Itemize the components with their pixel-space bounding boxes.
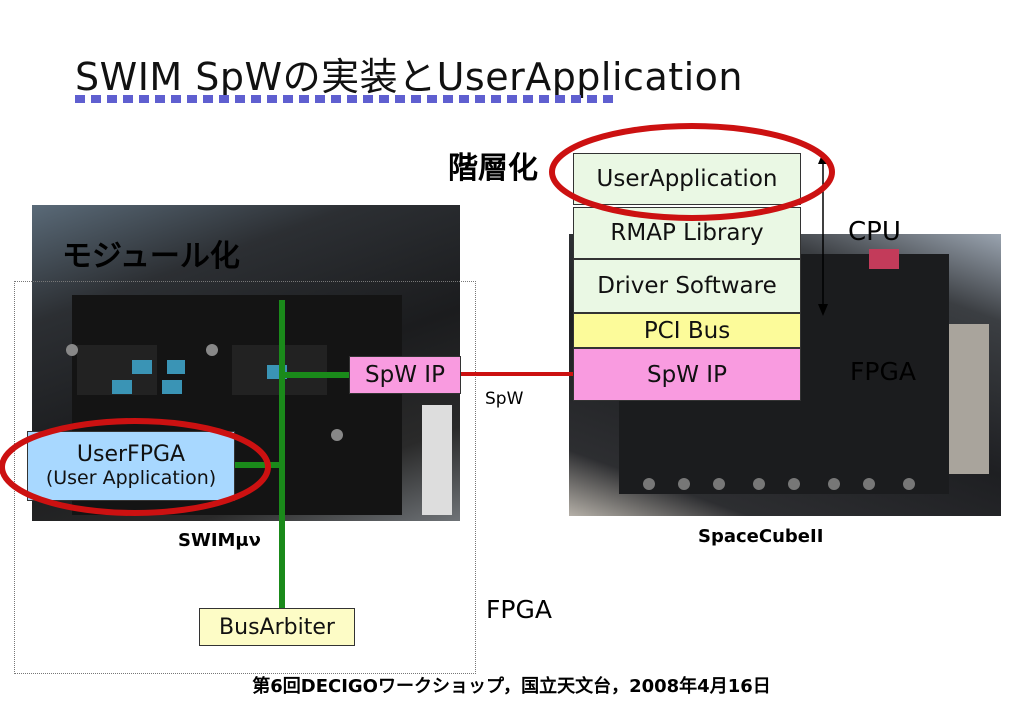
title-rule-dash [91, 95, 101, 103]
title-rule-dash [443, 95, 453, 103]
spacecube-caption: SpaceCubeII [698, 526, 824, 547]
title-rule-dash [155, 95, 165, 103]
pci-bus-layer: PCI Bus [573, 313, 801, 348]
userfpga-highlight-ellipse [0, 418, 271, 516]
title-rule-dash [251, 95, 261, 103]
userfpga-label: UserFPGA [76, 442, 186, 468]
modularization-label: モジュール化 [62, 239, 240, 274]
title-rule-dash [331, 95, 341, 103]
title-rule-dash [587, 95, 597, 103]
title-rule-dash [363, 95, 373, 103]
spw-ip-layer: SpW IP [573, 348, 801, 401]
title-dashed-rule [75, 95, 613, 103]
title-rule-dash [539, 95, 549, 103]
title-rule-dash [491, 95, 501, 103]
userapplication-highlight-ellipse [549, 123, 835, 221]
userapplication-layer: UserApplication [573, 153, 801, 205]
title-rule-dash [283, 95, 293, 103]
title-rule-dash [315, 95, 325, 103]
swim-caption: SWIMμν [178, 530, 261, 551]
userfpga-sublabel: (User Application) [45, 466, 217, 489]
page-title: SWIM SpWの実装とUserApplication [75, 55, 744, 99]
title-rule-dash [427, 95, 437, 103]
title-rule-dash [347, 95, 357, 103]
title-rule-dash [235, 95, 245, 103]
title-rule-dash [379, 95, 389, 103]
driver-software-layer: Driver Software [573, 259, 801, 313]
fpga-label-right: FPGA [850, 357, 916, 386]
cpu-label: CPU [848, 217, 901, 247]
title-rule-dash [187, 95, 197, 103]
layer-arrow-head-down [818, 304, 828, 316]
fpga-enclosure-outline [14, 281, 476, 674]
footer-text: 第6回DECIGOワークショップ，国立天文台，2008年4月16日 [252, 676, 771, 697]
title-rule-dash [123, 95, 133, 103]
title-rule-dash [299, 95, 309, 103]
title-rule-dash [267, 95, 277, 103]
layering-label: 階層化 [448, 151, 538, 186]
title-rule-dash [411, 95, 421, 103]
title-rule-dash [603, 95, 613, 103]
title-rule-dash [203, 95, 213, 103]
title-rule-dash [459, 95, 469, 103]
title-rule-dash [75, 95, 85, 103]
busarbiter-box: BusArbiter [199, 608, 355, 646]
title-rule-dash [219, 95, 229, 103]
title-rule-dash [395, 95, 405, 103]
spw-link-label: SpW [485, 389, 524, 409]
swim-spw-ip-box: SpW IP [349, 356, 461, 394]
title-rule-dash [475, 95, 485, 103]
title-rule-dash [507, 95, 517, 103]
userfpga-box: UserFPGA (User Application) [27, 431, 235, 501]
fpga-label-left: FPGA [486, 595, 552, 624]
title-rule-dash [555, 95, 565, 103]
title-rule-dash [571, 95, 581, 103]
title-rule-dash [171, 95, 181, 103]
title-rule-dash [523, 95, 533, 103]
title-rule-dash [107, 95, 117, 103]
title-rule-dash [139, 95, 149, 103]
